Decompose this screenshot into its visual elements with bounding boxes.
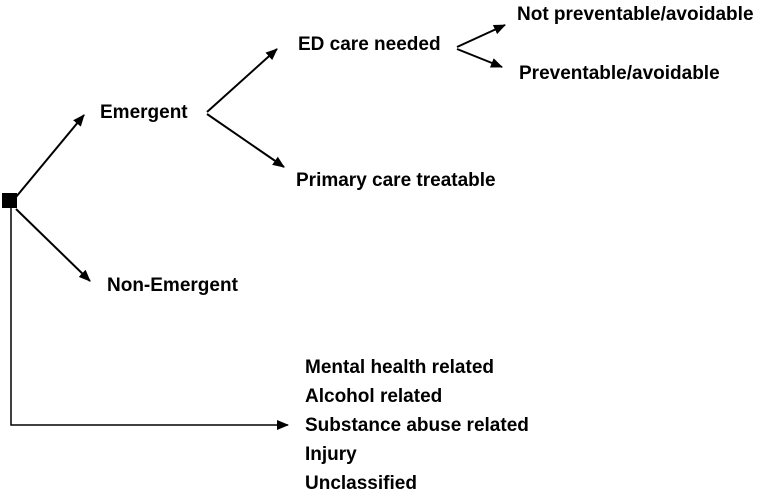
node-preventable: Preventable/avoidable	[519, 63, 720, 84]
arrow-root-to-emergent	[15, 114, 85, 198]
node-non-emergent: Non-Emergent	[107, 275, 238, 296]
other-category-list: Mental health related Alcohol related Su…	[305, 353, 529, 498]
node-not-preventable: Not preventable/avoidable	[517, 4, 754, 25]
list-item-substance-abuse: Substance abuse related	[305, 415, 529, 436]
list-item-unclassified: Unclassified	[305, 473, 417, 494]
node-emergent: Emergent	[100, 102, 188, 123]
root-node-marker	[2, 193, 17, 208]
arrow-root-to-other-categories	[10, 208, 289, 430]
arrow-ed-care-to-not-preventable	[456, 24, 506, 48]
arrow-emergent-to-ed-care-needed	[206, 48, 278, 113]
arrow-root-to-non-emergent	[15, 208, 91, 282]
node-ed-care-needed: ED care needed	[298, 34, 441, 55]
list-item-alcohol: Alcohol related	[305, 386, 443, 407]
arrow-emergent-to-primary-care-treatable	[206, 113, 285, 168]
list-item-injury: Injury	[305, 444, 357, 465]
list-item-mental-health: Mental health related	[305, 357, 494, 378]
arrow-ed-care-to-preventable	[456, 48, 503, 68]
node-primary-care-treatable: Primary care treatable	[296, 170, 496, 191]
